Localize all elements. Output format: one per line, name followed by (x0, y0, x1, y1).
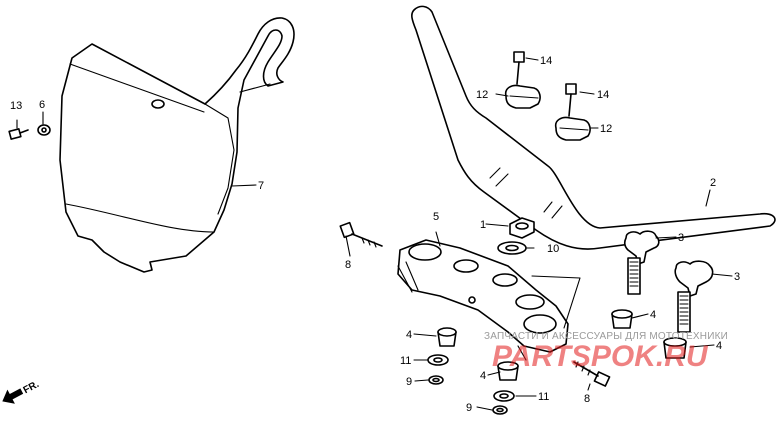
callout-9a: 9 (406, 376, 412, 388)
callout-4c: 4 (406, 329, 412, 341)
steering-washer (497, 241, 527, 255)
watermark-brand: PARTSPOK.RU (492, 340, 709, 373)
callout-labels: 1 2 3 3 4 4 4 4 5 6 7 8 8 9 9 10 11 11 1… (10, 55, 740, 414)
bushing-d (497, 361, 519, 381)
front-label: FR. (22, 379, 42, 396)
washer-b (493, 390, 515, 402)
watermark-tagline: ЗАПЧАСТИ И АКСЕССУАРЫ ДЛЯ МОТОТЕХНИКИ (484, 331, 728, 342)
upper-holder-right (554, 116, 591, 141)
callout-11b: 11 (538, 391, 549, 403)
upper-bolt-right (565, 83, 577, 117)
bushing-a (611, 309, 633, 329)
handlebar-holder-right (674, 260, 714, 333)
callout-2: 2 (710, 177, 716, 189)
plate-washer (37, 124, 51, 136)
handlebar (411, 5, 776, 250)
callout-14b: 14 (597, 89, 609, 101)
callout-11a: 11 (400, 355, 411, 367)
callout-3a: 3 (678, 232, 684, 244)
bushing-b (663, 337, 687, 359)
callout-4d: 4 (480, 370, 486, 382)
callout-1: 1 (480, 219, 486, 231)
callout-4b: 4 (716, 340, 722, 352)
callout-9b: 9 (466, 402, 472, 414)
callout-8a: 8 (345, 259, 351, 271)
bolt-a (339, 221, 383, 248)
bolt-b (573, 361, 611, 387)
steering-nut (509, 217, 535, 239)
callout-6: 6 (39, 99, 45, 111)
callout-7: 7 (258, 180, 264, 192)
top-bridge (397, 239, 581, 361)
nut-b (492, 405, 508, 415)
front-direction-marker: FR. (2, 379, 42, 404)
washer-a (427, 354, 449, 366)
plate-bolt (8, 128, 29, 140)
callout-14a: 14 (540, 55, 552, 67)
handlebar-holder-left (623, 230, 660, 295)
callout-4a: 4 (650, 309, 656, 321)
number-plate (59, 17, 295, 273)
upper-bolt-left (513, 51, 525, 85)
upper-holder-left (504, 84, 541, 109)
nut-a (428, 375, 444, 385)
callout-3b: 3 (734, 271, 740, 283)
bushing-c (437, 327, 457, 347)
callout-8b: 8 (584, 393, 590, 405)
callout-5: 5 (433, 211, 439, 223)
callout-13: 13 (10, 100, 22, 112)
watermark: ЗАПЧАСТИ И АКСЕССУАРЫ ДЛЯ МОТОТЕХНИКИ PA… (484, 331, 728, 373)
leader-lines (16, 57, 733, 411)
callout-12b: 12 (600, 123, 612, 135)
callout-10: 10 (547, 243, 559, 255)
callout-12a: 12 (476, 89, 488, 101)
